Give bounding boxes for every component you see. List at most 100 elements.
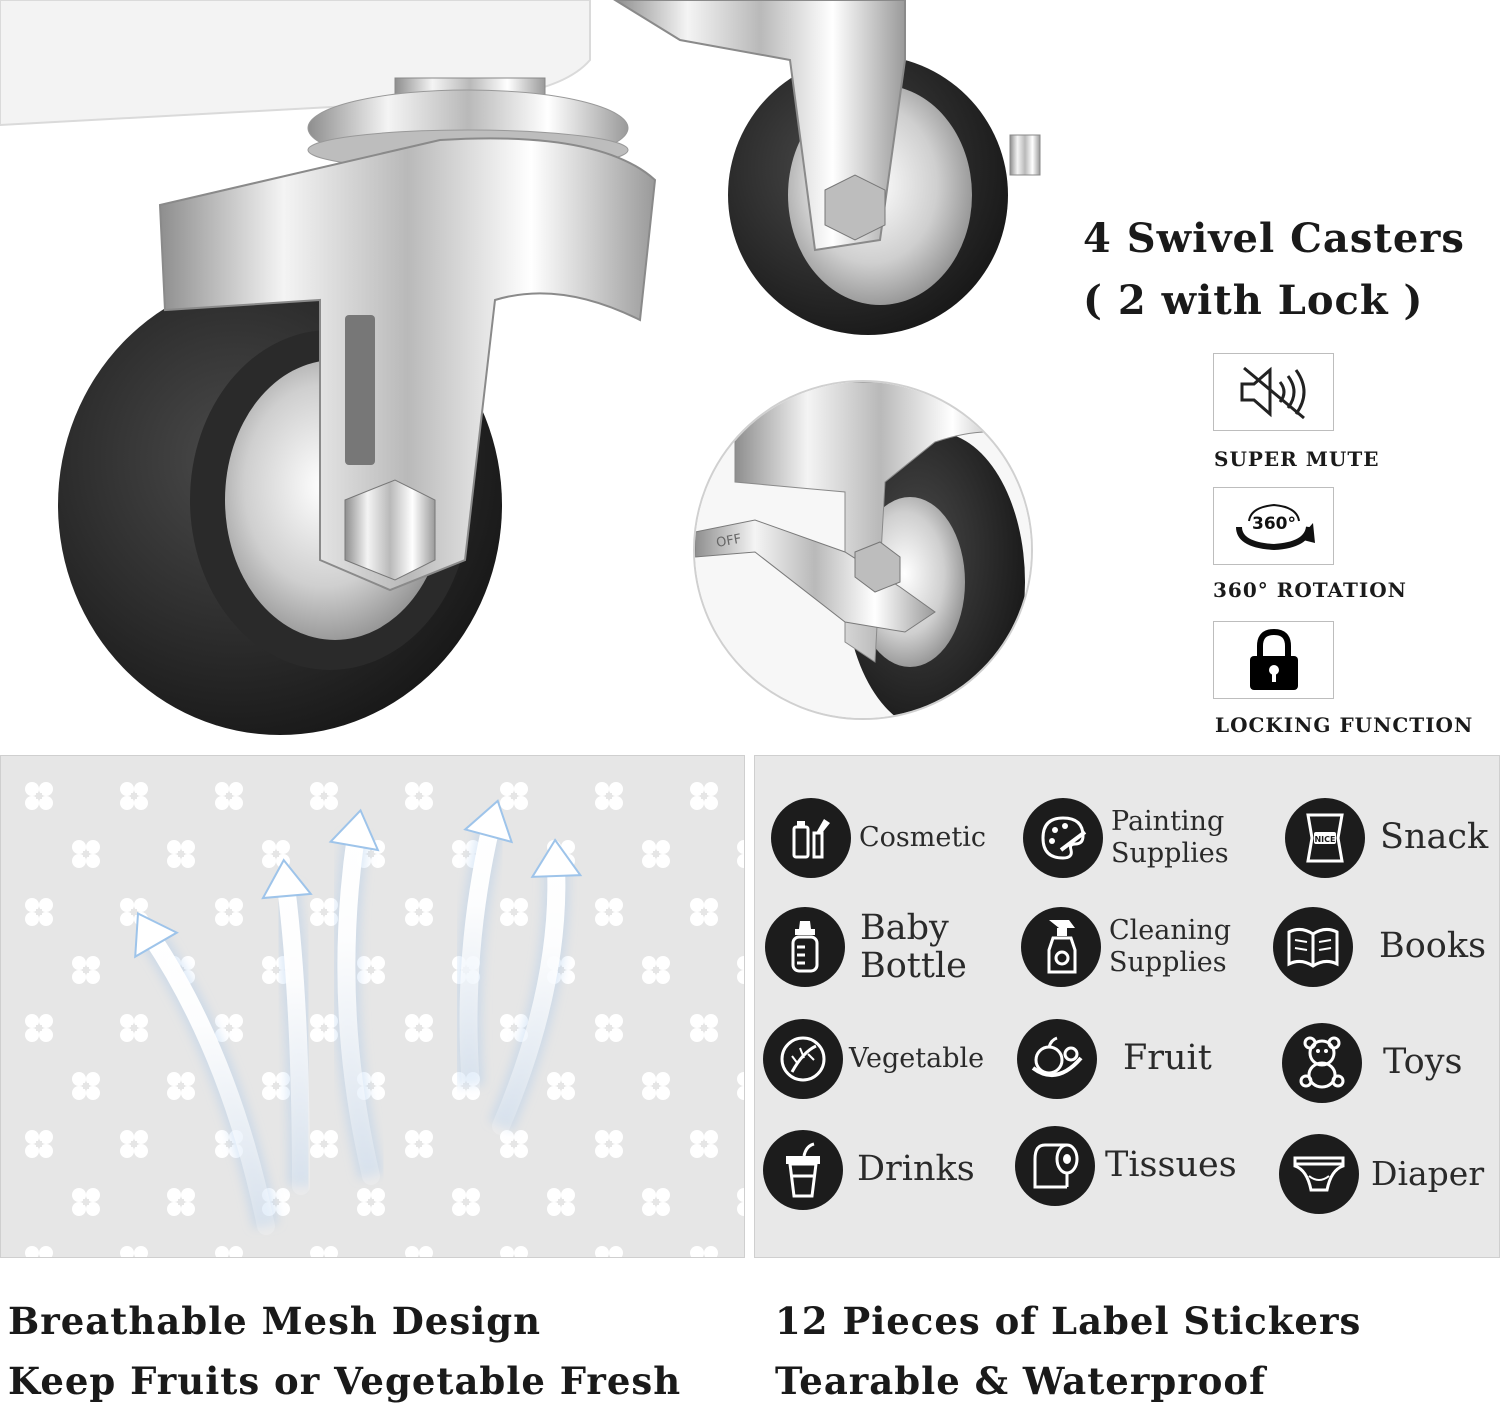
mesh-hole bbox=[690, 1246, 718, 1257]
mesh-hole bbox=[690, 782, 718, 810]
mesh-hole bbox=[690, 1014, 718, 1042]
mesh-hole bbox=[595, 1014, 623, 1042]
locking-label: LOCKING FUNCTION bbox=[1215, 713, 1474, 737]
sticker-drinks: Drinks bbox=[763, 1122, 993, 1218]
sticker-label: Vegetable bbox=[849, 1043, 985, 1075]
sticker-label: Toys bbox=[1383, 1042, 1463, 1083]
mesh-hole bbox=[167, 1188, 195, 1216]
airflow-arrow bbox=[142, 927, 275, 1235]
mesh-hole bbox=[690, 898, 718, 926]
cup-icon bbox=[786, 1142, 820, 1198]
spray-bottle-icon bbox=[1047, 920, 1077, 974]
mesh-hole bbox=[25, 898, 53, 926]
mesh-hole bbox=[25, 782, 53, 810]
mesh-hole bbox=[405, 1014, 433, 1042]
rotate-360-icon: 360° bbox=[1235, 503, 1315, 551]
sticker-label: Diaper bbox=[1371, 1153, 1485, 1193]
mesh-hole bbox=[737, 1188, 744, 1216]
sticker-label: Snack bbox=[1380, 817, 1489, 858]
mesh-hole bbox=[547, 1072, 575, 1100]
mesh-hole bbox=[120, 782, 148, 810]
sticker-books: Books bbox=[1273, 899, 1499, 995]
mesh-hole bbox=[547, 1188, 575, 1216]
mesh-hole bbox=[72, 840, 100, 868]
mesh-hole bbox=[310, 898, 338, 926]
caster-wheel-illustration bbox=[0, 0, 1041, 735]
mesh-hole bbox=[690, 1130, 718, 1158]
labels-caption-line2: Tearable & Waterproof bbox=[775, 1359, 1266, 1403]
mesh-hole bbox=[120, 1246, 148, 1257]
mesh-hole bbox=[215, 1246, 243, 1257]
rotation-feature: 360° bbox=[1213, 487, 1334, 565]
mesh-hole bbox=[25, 1014, 53, 1042]
book-icon bbox=[1287, 927, 1339, 968]
locking-feature bbox=[1213, 621, 1334, 699]
mesh-hole bbox=[25, 1130, 53, 1158]
mesh-hole bbox=[215, 782, 243, 810]
mesh-hole bbox=[595, 1246, 623, 1257]
snack-bag-icon: NICE bbox=[1306, 813, 1344, 863]
super-mute-label: SUPER MUTE bbox=[1214, 447, 1380, 471]
mesh-hole bbox=[167, 840, 195, 868]
palette-icon bbox=[1041, 816, 1087, 860]
cosmetic-icon bbox=[792, 819, 830, 859]
sticker-diaper: Diaper bbox=[1279, 1126, 1499, 1222]
mesh-hole bbox=[595, 1130, 623, 1158]
mesh-hole bbox=[120, 1014, 148, 1042]
sticker-label: Fruit bbox=[1123, 1038, 1212, 1079]
airflow-arrows bbox=[134, 799, 583, 1235]
mesh-caption-line2: Keep Fruits or Vegetable Fresh bbox=[8, 1359, 682, 1403]
fruit-icon bbox=[1031, 1036, 1083, 1078]
mesh-hole bbox=[642, 1188, 670, 1216]
mesh-hole bbox=[310, 1246, 338, 1257]
sticker-label: Tissues bbox=[1105, 1145, 1237, 1186]
tissue-roll-icon bbox=[1033, 1143, 1079, 1189]
mesh-hole bbox=[405, 898, 433, 926]
sticker-tissues: Tissues bbox=[1015, 1118, 1245, 1214]
mesh-hole bbox=[167, 1072, 195, 1100]
mesh-hole bbox=[642, 840, 670, 868]
mesh-hole bbox=[405, 782, 433, 810]
mesh-hole bbox=[595, 782, 623, 810]
mesh-hole bbox=[215, 898, 243, 926]
mesh-hole bbox=[642, 956, 670, 984]
mesh-caption-line1: Breathable Mesh Design bbox=[8, 1299, 541, 1343]
caster-title-line2: ( 2 with Lock ) bbox=[1083, 277, 1424, 324]
sticker-snack: NICE Snack bbox=[1285, 790, 1499, 886]
airflow-arrow bbox=[492, 857, 566, 1135]
mesh-hole bbox=[25, 1246, 53, 1257]
mesh-hole bbox=[357, 1188, 385, 1216]
speaker-mute-icon bbox=[1240, 366, 1305, 420]
brake-closeup-illustration: OFF bbox=[693, 380, 1033, 720]
airflow-arrow-head bbox=[134, 911, 179, 959]
mesh-hole bbox=[310, 1130, 338, 1158]
baby-bottle-icon bbox=[791, 921, 819, 973]
breathable-mesh-panel bbox=[0, 755, 745, 1258]
fork-bracket bbox=[158, 137, 657, 592]
brake-off-text: OFF bbox=[715, 532, 742, 551]
sticker-label: Books bbox=[1379, 926, 1487, 967]
mesh-hole bbox=[120, 1130, 148, 1158]
mesh-hole bbox=[737, 840, 744, 868]
cabbage-icon bbox=[780, 1036, 826, 1082]
sticker-cosmetic: Cosmetic bbox=[771, 790, 1001, 886]
mesh-hole bbox=[310, 1014, 338, 1042]
diaper-icon bbox=[1293, 1156, 1345, 1192]
sticker-vegetable: Vegetable bbox=[763, 1011, 993, 1107]
mesh-hole bbox=[72, 1072, 100, 1100]
airflow-arrow-head bbox=[530, 838, 583, 878]
teddy-bear-icon bbox=[1299, 1036, 1345, 1089]
airflow-arrow-head bbox=[328, 808, 380, 852]
sticker-label: Cosmetic bbox=[859, 822, 986, 854]
mesh-hole bbox=[737, 1072, 744, 1100]
sticker-label: Drinks bbox=[857, 1149, 975, 1190]
mesh-hole bbox=[357, 956, 385, 984]
mesh-pattern bbox=[25, 782, 744, 1257]
airflow-arrow bbox=[337, 827, 380, 1185]
